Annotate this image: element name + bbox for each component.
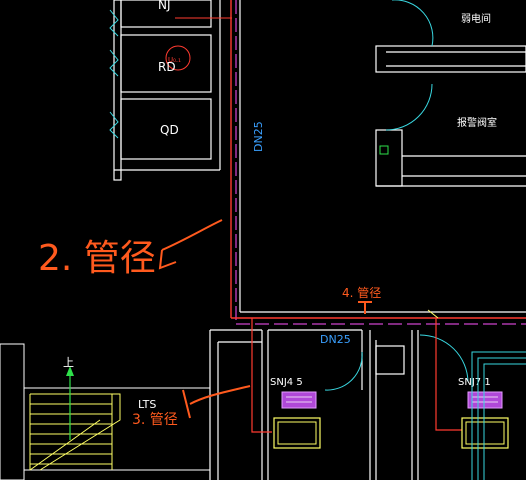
annotation-4: 4. 管径 (342, 285, 381, 300)
column-left-wall (113, 0, 122, 181)
rd-room-box (120, 34, 212, 93)
annotation-3: 3. 管径 (132, 412, 178, 428)
alarm-room-label: 报警阀室 (457, 116, 497, 129)
weak-room-label: 弱电间 (461, 12, 491, 25)
stair-up-label: 上 (63, 356, 74, 369)
door-arc-lower-left (324, 351, 363, 391)
pipe-joint-mark (427, 309, 439, 319)
dn25-horizontal-label: DN25 (320, 333, 351, 346)
vent-marks (109, 9, 119, 139)
cabinet-snj45[interactable] (273, 391, 321, 449)
qd-label: QD (160, 123, 179, 137)
pipe-drop-snj45 (251, 318, 272, 433)
lts-label: LTS (138, 398, 156, 411)
cabinet-snj71[interactable] (461, 391, 509, 449)
right-pipe-cyan (471, 351, 526, 480)
rd-symbol-circle (165, 45, 191, 71)
door-arc-top (392, 0, 434, 47)
rd-symbol-text: U₀.₁ (168, 56, 181, 64)
right-building (239, 0, 526, 313)
valve-marker (379, 145, 389, 155)
annotation-2: 2. 管径 (38, 238, 156, 279)
annotation-3-arrow (182, 385, 251, 419)
door-arc-middle (385, 83, 433, 131)
rd-label: RD (158, 60, 176, 74)
qd-room-box (120, 98, 212, 160)
pipe-drop-snj71 (435, 318, 462, 431)
cabinet-icon (281, 391, 317, 409)
stair-treads (29, 393, 121, 471)
snj71-label: SNJ7 1 (458, 377, 491, 388)
door-arc-lower-right (419, 334, 469, 383)
stair-arrow-head (66, 366, 74, 376)
stair-area (0, 343, 210, 480)
arrow-icon (358, 301, 372, 314)
nj-label: NJ (158, 0, 171, 12)
equipment-column (113, 0, 221, 181)
snj45-label: SNJ4 5 (270, 377, 303, 388)
annotation-2-arrow (158, 219, 223, 270)
cabinet-icon (467, 391, 503, 409)
dn25-vertical-label: DN25 (252, 121, 265, 152)
